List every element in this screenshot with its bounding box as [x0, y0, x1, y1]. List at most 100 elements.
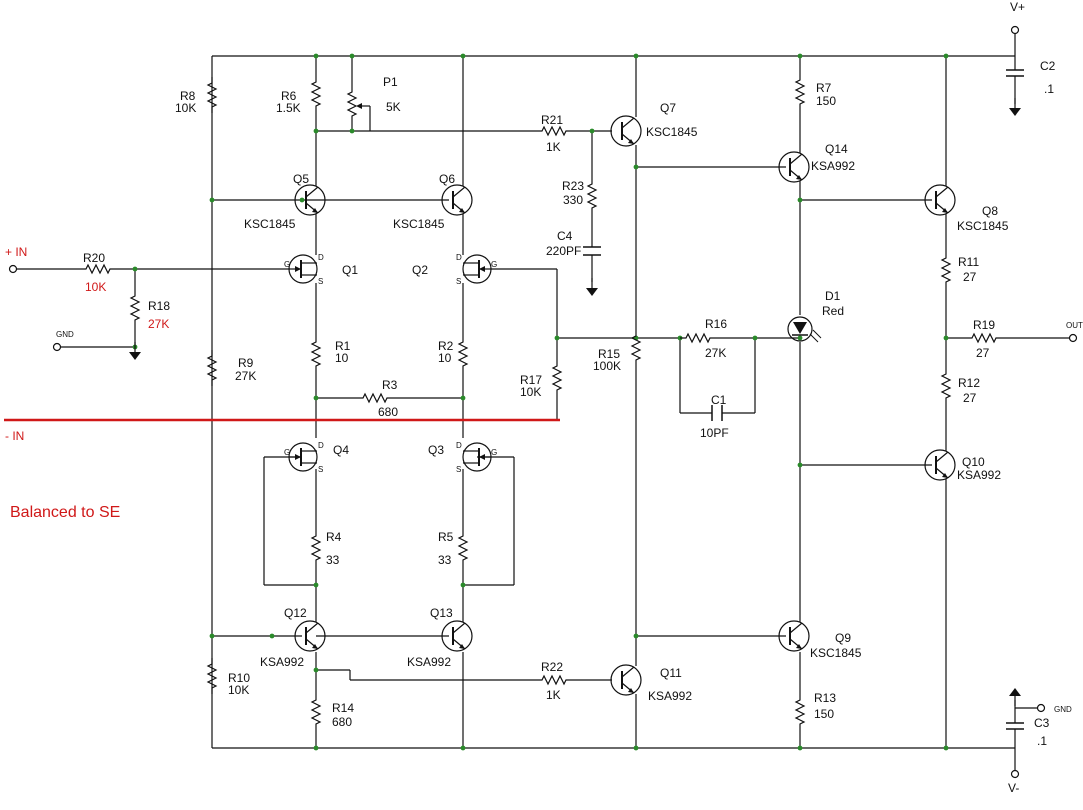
vminus-terminal — [1010, 769, 1020, 779]
resistor-r1 — [311, 335, 321, 373]
resistor-r12 — [941, 367, 951, 405]
c3-ref: C3 — [1034, 716, 1050, 730]
r2-value: 10 — [438, 351, 452, 365]
r17-ref: R17 — [520, 373, 542, 387]
resistor-r8 — [207, 76, 217, 114]
r8-value: 10K — [175, 101, 196, 115]
resistor-r15 — [631, 329, 641, 367]
q9-part: KSC1845 — [810, 646, 862, 660]
ground-symbol-c2 — [1008, 97, 1022, 117]
r11-value: 27 — [963, 270, 977, 284]
r19-value: 27 — [976, 346, 990, 360]
q9-ref: Q9 — [835, 631, 851, 645]
capacitor-c4 — [583, 246, 601, 256]
resistor-r21 — [535, 126, 573, 136]
jfet-q4 — [288, 442, 318, 472]
q8-ref: Q8 — [982, 204, 998, 218]
plus-in-terminal — [8, 264, 18, 274]
labels: V+ V- C2 .1 C3 .1 GND OUT R8 10K R6 1.5K… — [5, 0, 1083, 795]
gnd-in-terminal — [52, 342, 62, 352]
capacitors — [583, 69, 1024, 730]
transistor-q7 — [610, 115, 642, 147]
r7-ref: R7 — [816, 81, 832, 95]
r18-ref: R18 — [148, 299, 170, 313]
resistor-r11 — [941, 251, 951, 289]
p1-ref: P1 — [383, 75, 398, 89]
q2-drain-pin: D — [456, 253, 462, 262]
r13-value: 150 — [814, 707, 834, 721]
resistor-r7 — [795, 73, 805, 111]
capacitor-c1 — [711, 405, 723, 421]
resistor-r19 — [965, 333, 1003, 343]
led-d1 — [787, 316, 822, 343]
r9-value: 27K — [235, 369, 256, 383]
r5-ref: R5 — [438, 530, 454, 544]
vplus-label: V+ — [1010, 0, 1025, 14]
r7-value: 150 — [816, 94, 836, 108]
q7-part: KSC1845 — [646, 125, 698, 139]
q1-gate-pin: G — [284, 260, 290, 269]
resistor-r4 — [311, 529, 321, 567]
resistor-r14 — [311, 693, 321, 731]
resistors — [79, 73, 1003, 731]
resistor-r10 — [207, 657, 217, 695]
q10-ref: Q10 — [962, 455, 985, 469]
balanced-to-se-annotation: Balanced to SE — [10, 504, 120, 521]
p1-value: 5K — [386, 100, 401, 114]
r4-value: 33 — [326, 553, 340, 567]
r14-value: 680 — [332, 715, 352, 729]
out-terminal — [1068, 333, 1078, 343]
r23-value: 330 — [563, 193, 583, 207]
capacitor-c2 — [1006, 69, 1024, 77]
r22-ref: R22 — [541, 660, 563, 674]
r13-ref: R13 — [814, 691, 836, 705]
vplus-terminal — [1010, 25, 1020, 35]
out-label: OUT — [1066, 321, 1083, 330]
r11-ref: R11 — [958, 255, 979, 269]
c1-value: 10PF — [700, 426, 729, 440]
q2-ref: Q2 — [412, 263, 428, 277]
r18-value: 27K — [148, 317, 169, 331]
capacitor-c3 — [1006, 722, 1024, 730]
minus-in-label: - IN — [5, 429, 24, 443]
r3-ref: R3 — [382, 378, 398, 392]
r19-ref: R19 — [973, 318, 995, 332]
r1-ref: R1 — [335, 339, 351, 353]
d1-ref: D1 — [825, 289, 841, 303]
r12-value: 27 — [963, 391, 977, 405]
r3-value: 680 — [378, 405, 398, 419]
r10-ref: R10 — [228, 671, 250, 685]
q11-ref: Q11 — [660, 666, 682, 680]
q4-ref: Q4 — [333, 443, 349, 457]
r8-ref: R8 — [180, 89, 196, 103]
c4-value: 220PF — [546, 244, 581, 258]
q2-source-pin: S — [456, 277, 461, 286]
c2-ref: C2 — [1040, 59, 1056, 73]
potentiometer-p1 — [347, 85, 370, 123]
q3-gate-pin: G — [491, 448, 497, 457]
resistor-r5 — [458, 529, 468, 567]
transistor-q11 — [610, 664, 642, 696]
r15-ref: R15 — [598, 347, 620, 361]
r10-value: 10K — [228, 683, 249, 697]
q8-part: KSC1845 — [957, 219, 1009, 233]
c3-value: .1 — [1037, 734, 1047, 748]
q5-ref: Q5 — [293, 172, 309, 186]
gnd-out-terminal — [1036, 703, 1046, 713]
gnd-out-label: GND — [1054, 705, 1072, 714]
r16-value: 27K — [705, 346, 726, 360]
ground-symbol-c3 — [1008, 687, 1022, 707]
resistor-r18 — [130, 289, 140, 327]
jfet-q1 — [288, 254, 318, 284]
q13-ref: Q13 — [430, 606, 453, 620]
c1-ref: C1 — [711, 393, 727, 407]
r15-value: 100K — [593, 359, 621, 373]
gnd-in-label: GND — [56, 330, 74, 339]
r6-value: 1.5K — [276, 101, 301, 115]
resistor-r3 — [356, 393, 394, 403]
q1-source-pin: S — [318, 277, 323, 286]
r17-value: 10K — [520, 385, 541, 399]
resistor-r9 — [207, 349, 217, 387]
r12-ref: R12 — [958, 376, 980, 390]
resistor-r20 — [79, 264, 117, 274]
